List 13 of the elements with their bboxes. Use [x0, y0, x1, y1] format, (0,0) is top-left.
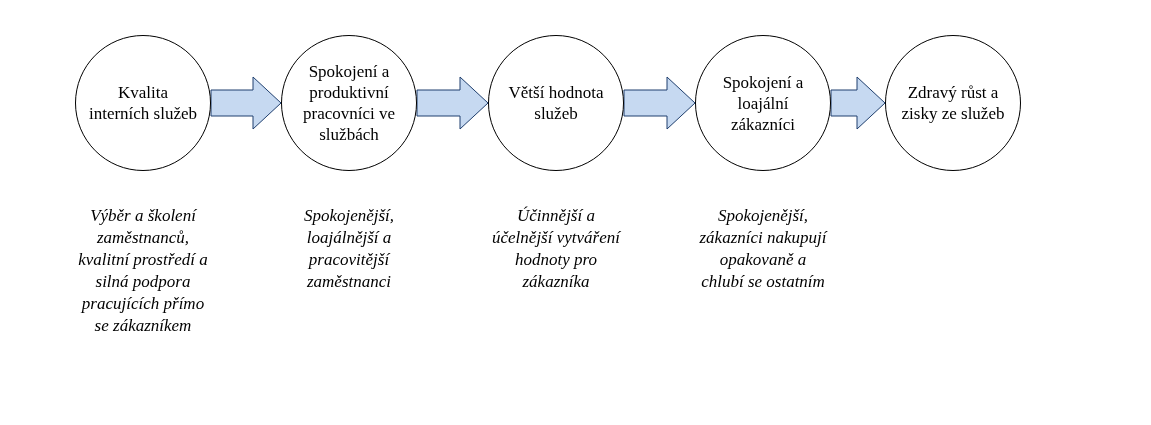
stage-label: Větší hodnota služeb — [507, 82, 605, 124]
stage-description: Výběr a školení zaměstnanců, kvalitní prostředí a silná podpora pracujících přímo se zákazníkem — [78, 205, 208, 337]
stage-label: Kvalita interních služeb — [88, 82, 198, 124]
block-arrow — [416, 76, 489, 130]
stage-description: Spokojenější, loajálnější a pracovitější zaměstnanci — [302, 205, 396, 293]
block-arrow — [623, 76, 696, 130]
block-arrow — [210, 76, 282, 130]
stage-label: Spokojení a loajální zákazníci — [721, 71, 805, 135]
stage-label: Spokojení a produktivní pracovníci ve službách — [301, 61, 396, 145]
stage-label: Zdravý růst a zisky ze služeb — [900, 82, 1006, 124]
block-arrow — [830, 76, 886, 130]
stage-description: Spokojenější, zákazníci nakupují opakovaně a chlubí se ostatním — [698, 205, 828, 293]
stage-description: Účinnější a účelnější vytváření hodnoty pro zákazníka — [491, 205, 621, 293]
